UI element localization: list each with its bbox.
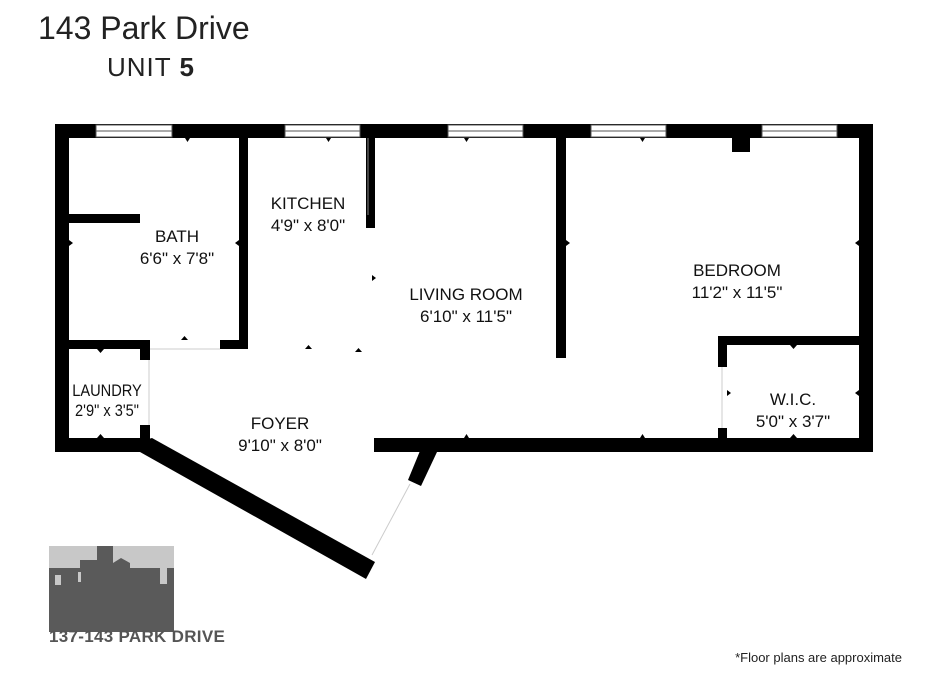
door-openings <box>148 138 723 556</box>
room-bedroom: BEDROOM 11'2" x 11'5" <box>692 260 783 304</box>
room-kitchen: KITCHEN 4'9" x 8'0" <box>271 193 346 237</box>
room-size: 6'6" x 7'8" <box>139 249 215 268</box>
walls <box>55 124 873 579</box>
room-size: 5'0" x 3'7" <box>755 412 831 431</box>
room-foyer: FOYER 9'10" x 8'0" <box>238 413 322 457</box>
address-title: 143 Park Drive <box>38 10 250 46</box>
unit-text: UNIT <box>107 52 172 82</box>
room-size: 2'9" x 3'5" <box>75 401 139 420</box>
building-logo <box>49 546 174 632</box>
room-name: LIVING ROOM <box>409 285 523 304</box>
room-size: 4'9" x 8'0" <box>270 216 346 235</box>
room-size: 6'10" x 11'5" <box>420 307 512 326</box>
room-name: BEDROOM <box>693 261 781 280</box>
room-name: W.I.C. <box>769 390 817 409</box>
windows <box>95 124 838 138</box>
room-size: 11'2" x 11'5" <box>691 283 783 302</box>
room-name: KITCHEN <box>270 194 346 213</box>
room-wic: W.I.C. 5'0" x 3'7" <box>756 389 830 433</box>
unit-label: UNIT 5 <box>107 52 195 83</box>
room-name: LAUNDRY <box>72 381 142 400</box>
logo-text: 137-143 PARK DRIVE <box>49 627 226 646</box>
room-name: FOYER <box>250 414 310 433</box>
disclaimer-note: *Floor plans are approximate <box>735 650 902 665</box>
unit-number: 5 <box>179 52 195 82</box>
room-size: 9'10" x 8'0" <box>238 436 322 455</box>
room-bath: BATH 6'6" x 7'8" <box>140 226 214 270</box>
room-name: BATH <box>154 227 200 246</box>
measure-markers <box>69 138 859 438</box>
room-living-room: LIVING ROOM 6'10" x 11'5" <box>409 284 522 328</box>
